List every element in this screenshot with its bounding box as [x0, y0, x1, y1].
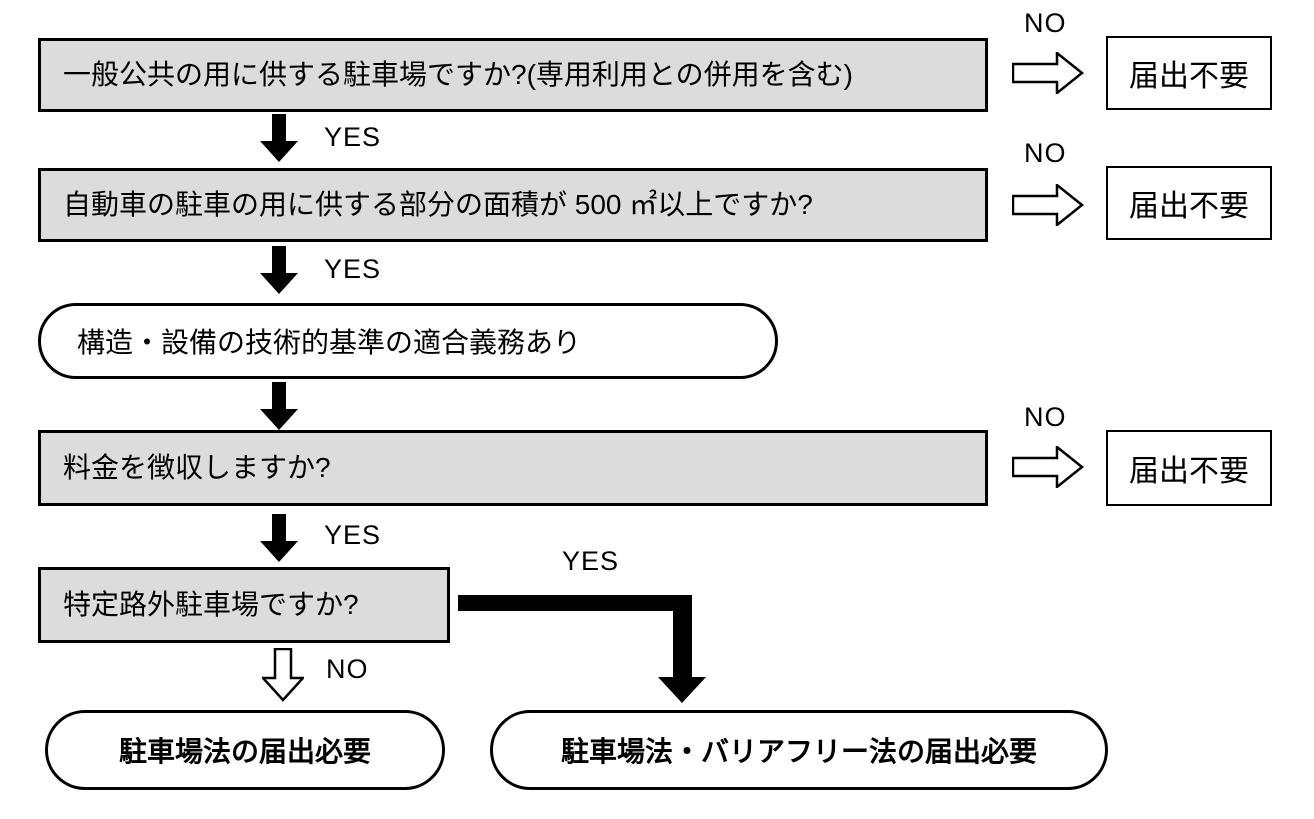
outcome-box-parking-act-barrier-free-required: 駐車場法・バリアフリー法の届出必要	[490, 710, 1108, 790]
outcome-box-not-required: 届出不要	[1106, 166, 1272, 240]
yes-down-arrow-icon	[260, 114, 298, 162]
question-box-area-500: 自動車の駐車の用に供する部分の面積が 500 ㎡以上ですか?	[38, 168, 988, 242]
yes-down-arrow-icon	[260, 246, 298, 294]
no-label: NO	[326, 654, 369, 684]
yes-elbow-arrow-icon	[458, 595, 706, 703]
no-hollow-down-arrow-icon	[262, 648, 304, 702]
down-arrow-icon	[260, 382, 298, 430]
no-right-arrow-icon	[1012, 184, 1084, 226]
statement-box-technical-standards: 構造・設備の技術的基準の適合義務あり	[38, 303, 778, 379]
outcome-box-not-required: 届出不要	[1106, 36, 1272, 110]
outcome-box-parking-act-required: 駐車場法の届出必要	[45, 710, 445, 790]
outcome-text: 届出不要	[1129, 60, 1249, 93]
outcome-text: 駐車場法・バリアフリー法の届出必要	[560, 736, 1037, 767]
question-text: 特定路外駐車場ですか?	[63, 589, 359, 621]
question-text: 料金を徴収しますか?	[63, 452, 331, 484]
statement-text: 構造・設備の技術的基準の適合義務あり	[77, 327, 582, 358]
yes-label: YES	[324, 254, 382, 284]
no-label: NO	[1024, 8, 1067, 38]
no-right-arrow-icon	[1012, 446, 1084, 488]
no-label: NO	[1024, 138, 1067, 168]
outcome-text: 届出不要	[1129, 455, 1249, 488]
no-right-arrow-icon	[1012, 52, 1084, 94]
yes-label: YES	[324, 122, 382, 152]
question-text: 自動車の駐車の用に供する部分の面積が 500 ㎡以上ですか?	[63, 189, 813, 221]
outcome-box-not-required: 届出不要	[1106, 430, 1272, 506]
question-text: 一般公共の用に供する駐車場ですか?(専用利用との併用を含む)	[63, 59, 853, 91]
yes-label: YES	[562, 546, 620, 576]
outcome-text: 届出不要	[1129, 190, 1249, 223]
no-label: NO	[1024, 402, 1067, 432]
question-box-fee-collection: 料金を徴収しますか?	[38, 430, 988, 506]
outcome-text: 駐車場法の届出必要	[118, 736, 371, 767]
yes-label: YES	[324, 520, 382, 550]
question-box-specified-offstreet-parking: 特定路外駐車場ですか?	[38, 567, 450, 643]
yes-down-arrow-icon	[260, 514, 298, 562]
question-box-public-parking: 一般公共の用に供する駐車場ですか?(専用利用との併用を含む)	[38, 38, 988, 112]
